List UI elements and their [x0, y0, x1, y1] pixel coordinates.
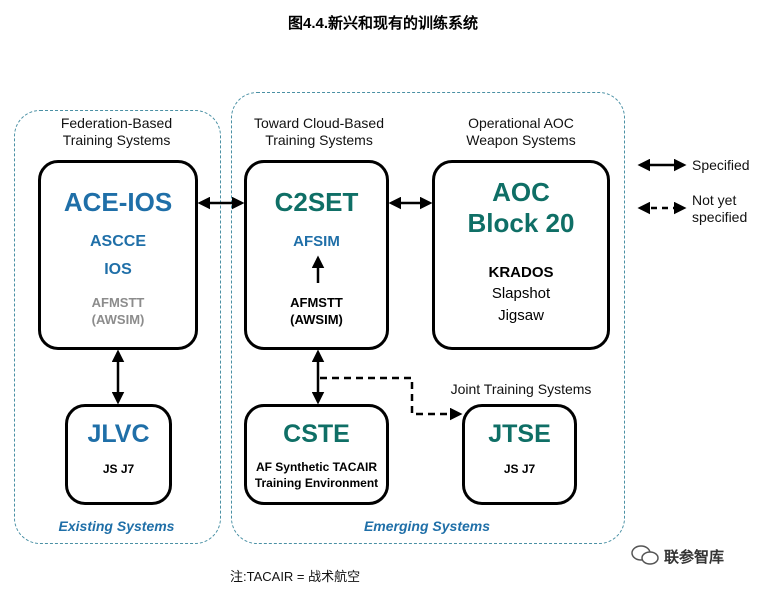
c2set-box: C2SET AFSIM AFMSTT (AWSIM)	[244, 160, 389, 350]
ace-ios-ascce: ASCCE	[89, 233, 146, 250]
c2set-jtse-dashed-arrow	[320, 376, 463, 421]
ace-ios-awsim: (AWSIM)	[91, 312, 145, 327]
existing-group-title: Federation-Based Training Systems	[14, 115, 219, 149]
c2set-title: C2SET	[274, 187, 359, 217]
legend-not-specified-label: Not yet specified	[692, 192, 747, 226]
jlvc-title: JLVC	[87, 420, 150, 448]
joint-heading: Joint Training Systems	[450, 381, 592, 397]
legend-not-specified-line2: specified	[692, 209, 748, 225]
jtse-title: JTSE	[488, 420, 551, 448]
aoc-slapshot: Slapshot	[491, 285, 551, 302]
aoc-jigsaw: Jigsaw	[498, 307, 544, 324]
cste-title: CSTE	[283, 420, 350, 448]
aoc-heading-line1: Operational AOC	[468, 115, 574, 131]
aoc-heading-line2: Weapon Systems	[466, 132, 576, 148]
watermark-text: 联参智库	[664, 549, 725, 566]
emerging-title-line2: Training Systems	[265, 132, 373, 148]
cste-sub-line2: Training Environment	[254, 476, 379, 490]
ace-ios-ios: IOS	[104, 261, 132, 278]
footnote: 注:TACAIR = 战术航空	[230, 569, 361, 584]
ace-ios-title: ACE-IOS	[63, 187, 173, 217]
jlvc-box: JLVC JS J7	[65, 404, 172, 505]
jlvc-sub: JS J7	[102, 462, 135, 476]
jtse-sub: JS J7	[503, 462, 536, 476]
emerging-group-title: Toward Cloud-Based Training Systems	[231, 115, 407, 149]
jtse-box: JTSE JS J7	[462, 404, 577, 505]
c2set-afmstt: AFMSTT	[290, 295, 343, 310]
c2set-afsim: AFSIM	[293, 233, 340, 250]
emerging-systems-group	[231, 92, 625, 544]
legend-not-specified-line1: Not yet	[692, 192, 737, 208]
emerging-title-line1: Toward Cloud-Based	[254, 115, 384, 131]
legend-specified-label: Specified	[692, 157, 750, 173]
existing-group-footer: Existing Systems	[58, 518, 175, 534]
figure-title: 图4.4.新兴和现有的训练系统	[287, 15, 479, 32]
wechat-icon	[631, 545, 659, 565]
aoc-heading: Operational AOC Weapon Systems	[432, 115, 610, 149]
aoc-title-line2: Block 20	[467, 208, 575, 238]
aoc-krados: KRADOS	[488, 264, 554, 281]
ace-ios-afmstt: AFMSTT	[91, 295, 145, 310]
cste-sub-line1: AF Synthetic TACAIR	[255, 460, 378, 474]
cste-box: CSTE AF Synthetic TACAIR Training Enviro…	[244, 404, 389, 505]
existing-title-line1: Federation-Based	[60, 115, 173, 131]
c2set-awsim: (AWSIM)	[290, 312, 343, 327]
aoc-block20-box: AOC Block 20 KRADOS Slapshot Jigsaw	[432, 160, 610, 350]
existing-title-line2: Training Systems	[62, 132, 171, 148]
existing-systems-group	[14, 110, 221, 544]
ace-ios-box: ACE-IOS ASCCE IOS AFMSTT (AWSIM)	[38, 160, 198, 350]
aoc-title-line1: AOC	[492, 177, 550, 207]
emerging-group-footer: Emerging Systems	[363, 518, 491, 534]
